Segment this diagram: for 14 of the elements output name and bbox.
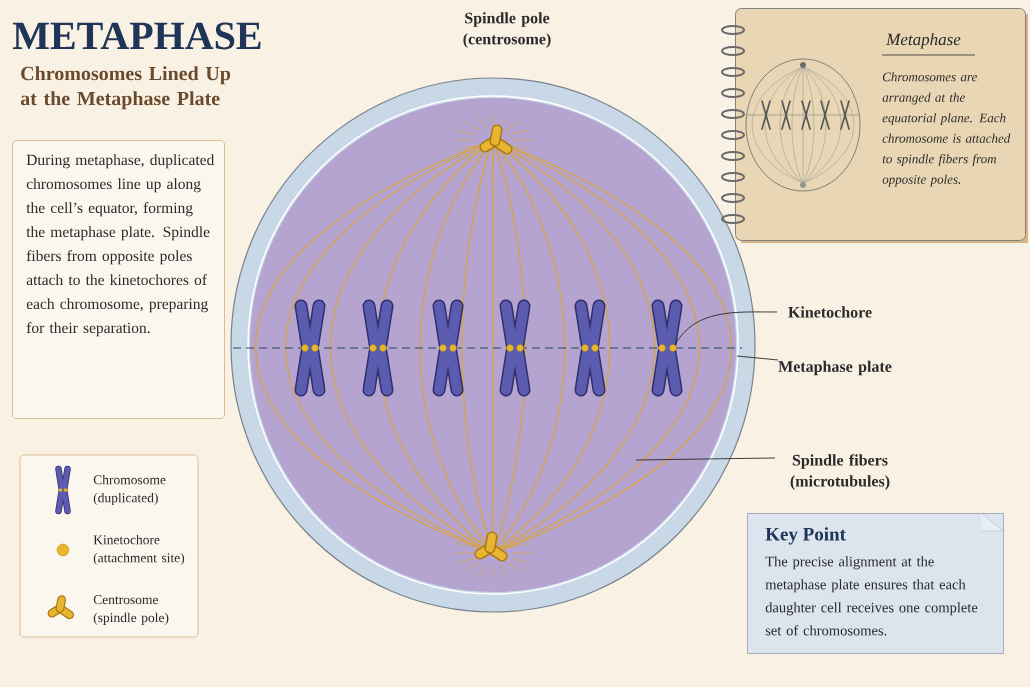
subtitle: Chromosomes Lined Up at the Metaphase Plate: [20, 66, 231, 110]
callout-label: Spindle fibers (microtubules): [790, 454, 890, 490]
leader-line: [674, 311, 778, 346]
text-box: During metaphase, duplicated chromosomes line up along the cell’s equator, forming the metaphase plate. Spindle fibers from opposite poles attach to the kinetochores of each chromosome, preparing for their separation.: [12, 140, 225, 419]
callout-label: Kinetochore: [788, 306, 872, 318]
legend-label: Kinetochore (attachment site): [93, 534, 185, 566]
legend-label: Centrosome (spindle pole): [93, 595, 169, 625]
pole-label: Spindle pole (centrosome): [463, 12, 551, 48]
title: METAPHASE: [12, 22, 261, 50]
key-point-card: Key Point The precise alignment at the metaphase plate ensures that each daughter cell receives one complete set of chromosomes.: [747, 512, 1004, 654]
callout-label: Metaphase plate: [778, 360, 892, 376]
leader-line: [635, 457, 776, 461]
legend-label: Chromosome (duplicated): [93, 474, 166, 506]
leader-line: [736, 355, 779, 361]
